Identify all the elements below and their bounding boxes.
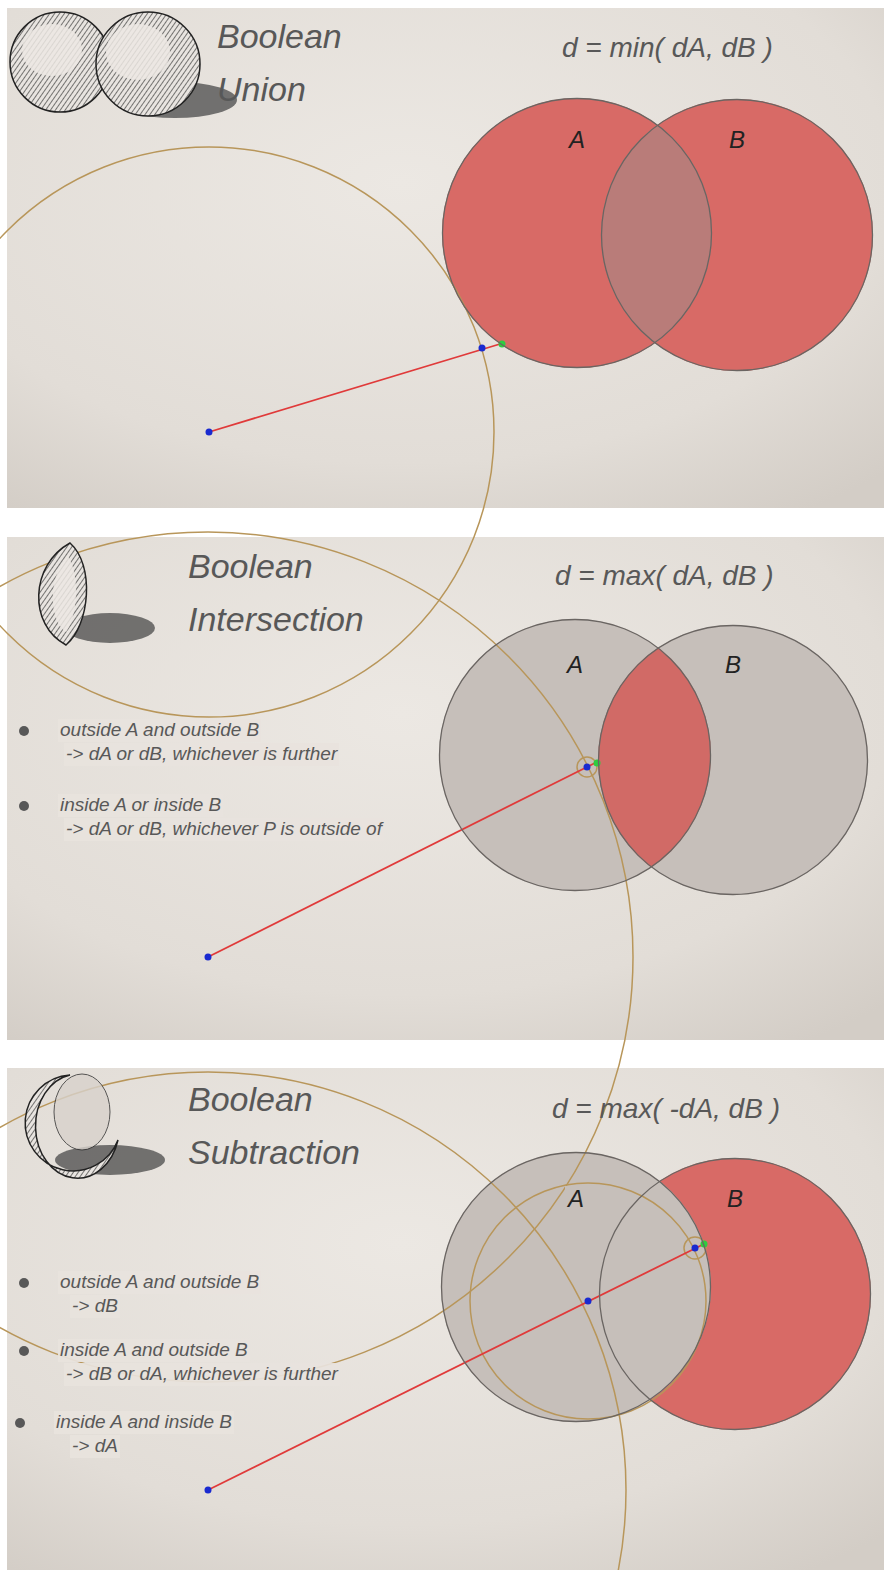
panel-title: Boolean Intersection: [188, 540, 400, 645]
circle-outline: [602, 100, 873, 371]
set-name: A: [565, 1186, 587, 1212]
bullet-note: inside A and inside B: [54, 1411, 234, 1434]
circle-outline: [443, 99, 712, 368]
set-name: A: [566, 127, 588, 153]
panel: [7, 1068, 884, 1570]
sample-points: [205, 341, 708, 1494]
bullet-note: -> dA or dB, whichever is further: [64, 743, 339, 766]
formula: d = max( dA, dB ): [555, 560, 774, 592]
subtraction-fill: [441, 1152, 871, 1430]
intersection-fill: [439, 619, 868, 895]
bullet-note: -> dA: [70, 1435, 120, 1458]
set-name: B: [726, 127, 748, 153]
panel: [7, 537, 884, 1040]
bullet-note: -> dA or dB, whichever P is outside of: [64, 818, 384, 841]
formula: d = max( -dA, dB ): [552, 1093, 780, 1125]
circle-outline: [599, 626, 868, 895]
set-circle: B: [598, 625, 868, 895]
set-circle: B: [599, 1158, 871, 1430]
set-name: A: [564, 652, 586, 678]
bullet-note: outside A and outside B: [58, 719, 261, 742]
panel: [7, 8, 884, 508]
distance-circles: [0, 147, 706, 1570]
bullet-dots: [15, 726, 29, 1428]
set-name: B: [722, 652, 744, 678]
bullet-note: inside A and outside B: [58, 1339, 250, 1362]
bullet-note: inside A or inside B: [58, 794, 223, 817]
set-circle: A: [439, 619, 711, 891]
panel-title: Boolean Subtraction: [188, 1073, 400, 1178]
union-fill: [442, 98, 873, 371]
circle-outline: [442, 1153, 711, 1422]
subtraction-sketch: [25, 1074, 165, 1178]
formula: d = min( dA, dB ): [562, 32, 773, 64]
set-circle: A: [442, 98, 712, 368]
panel-title: Boolean Union: [217, 10, 429, 115]
bullet-note: -> dB or dA, whichever is further: [64, 1363, 340, 1386]
set-name: B: [724, 1186, 746, 1212]
union-sketch: [10, 12, 237, 118]
set-circle: A: [441, 1152, 711, 1422]
circle-outline: [440, 620, 711, 891]
bullet-note: outside A and outside B: [58, 1271, 261, 1294]
bullet-note: -> dB: [70, 1295, 120, 1318]
distance-ray: [208, 344, 702, 1490]
intersection-sketch: [39, 543, 155, 645]
circle-outline: [600, 1159, 871, 1430]
set-circle: B: [601, 99, 873, 371]
